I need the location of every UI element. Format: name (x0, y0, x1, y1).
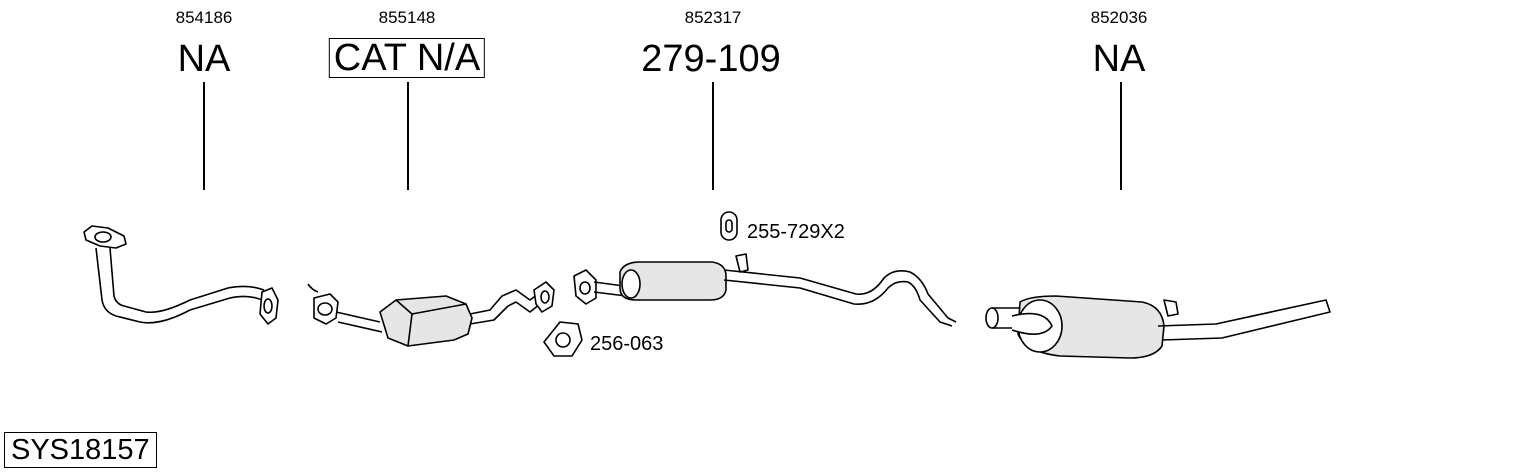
part-number-1: 854186 (175, 8, 233, 27)
part-reference-2: CAT N/A (328, 38, 486, 78)
part-reference-4: NA (1092, 38, 1146, 80)
system-code: SYS18157 (4, 432, 157, 468)
leader-line-1 (203, 82, 205, 190)
part-number-2: 855148 (378, 8, 436, 27)
leader-line-3 (712, 82, 714, 190)
part-number-3: 852317 (684, 8, 742, 27)
leader-line-2 (407, 82, 409, 190)
part-reference-3: 279-109 (641, 38, 781, 80)
gasket-label: 256-063 (590, 333, 664, 355)
part-number-4: 852036 (1090, 8, 1148, 27)
leader-line-4 (1120, 82, 1122, 190)
part-reference-1: NA (177, 38, 231, 80)
hanger-label: 255-729X2 (747, 221, 845, 243)
